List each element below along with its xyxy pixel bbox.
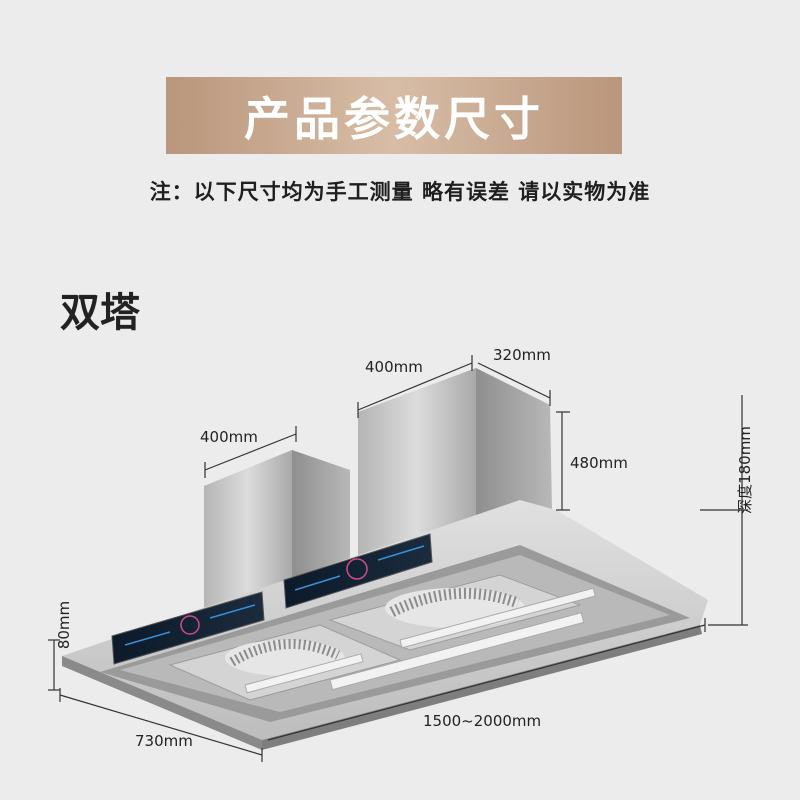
dim-right-tower-width: 400mm (365, 358, 423, 376)
light-bar-right (399, 587, 596, 649)
dimension-lines (48, 355, 748, 762)
right-tower (358, 368, 552, 560)
control-panel-left (111, 591, 265, 665)
dim-front-height: 80mm (55, 601, 73, 649)
section-title: 双塔 (60, 290, 140, 336)
dim-tower-height: 480mm (570, 454, 628, 472)
dim-total-length: 1500~2000mm (423, 712, 541, 730)
dim-tower-depth: 320mm (493, 346, 551, 364)
left-tower (204, 450, 350, 620)
title-banner: 产品参数尺寸 (166, 77, 622, 154)
dim-hood-depth: 深度180mm (736, 426, 754, 514)
light-bar-front (329, 612, 585, 691)
dim-body-depth: 730mm (135, 732, 193, 750)
measurement-note: 注：以下尺寸均为手工测量 略有误差 请以实物为准 (149, 180, 651, 204)
banner-title: 产品参数尺寸 (244, 91, 544, 146)
control-panel-right (283, 533, 433, 609)
dim-left-tower-width: 400mm (200, 428, 258, 446)
light-bar-middle (244, 653, 364, 694)
